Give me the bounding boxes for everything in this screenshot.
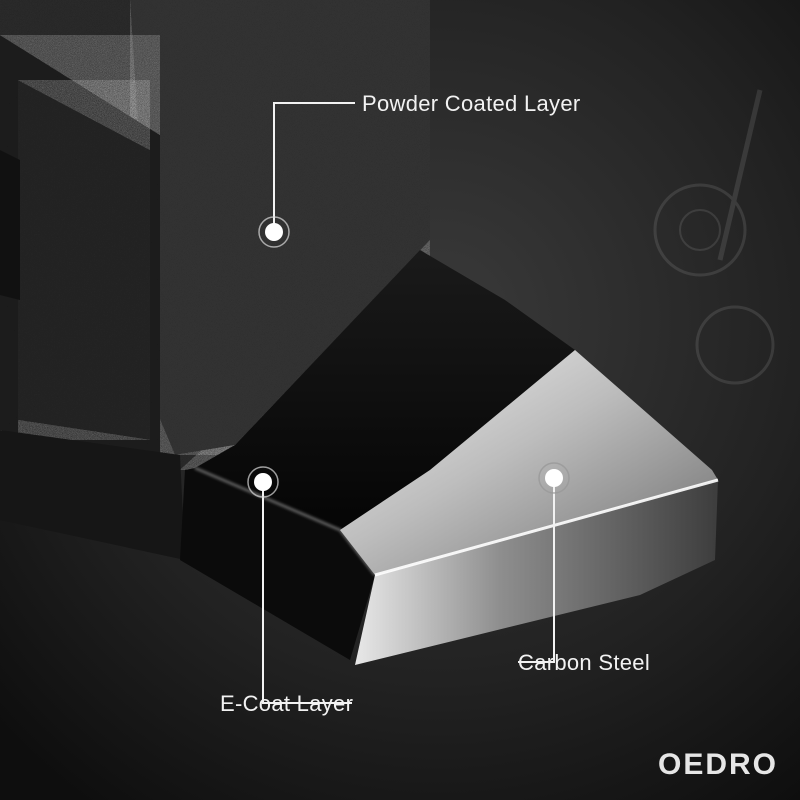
background-gears xyxy=(653,89,775,385)
callout-markers xyxy=(247,216,570,498)
brand-logo: OEDRO xyxy=(657,748,778,781)
carbon-steel-end xyxy=(340,350,719,665)
leader-lines xyxy=(262,102,555,704)
powder-coated-body xyxy=(0,0,430,560)
e-coat-label: E-Coat Layer xyxy=(220,691,354,716)
carbon-steel-label: Carbon Steel xyxy=(518,650,651,675)
powder-coated-label: Powder Coated Layer xyxy=(362,91,581,116)
